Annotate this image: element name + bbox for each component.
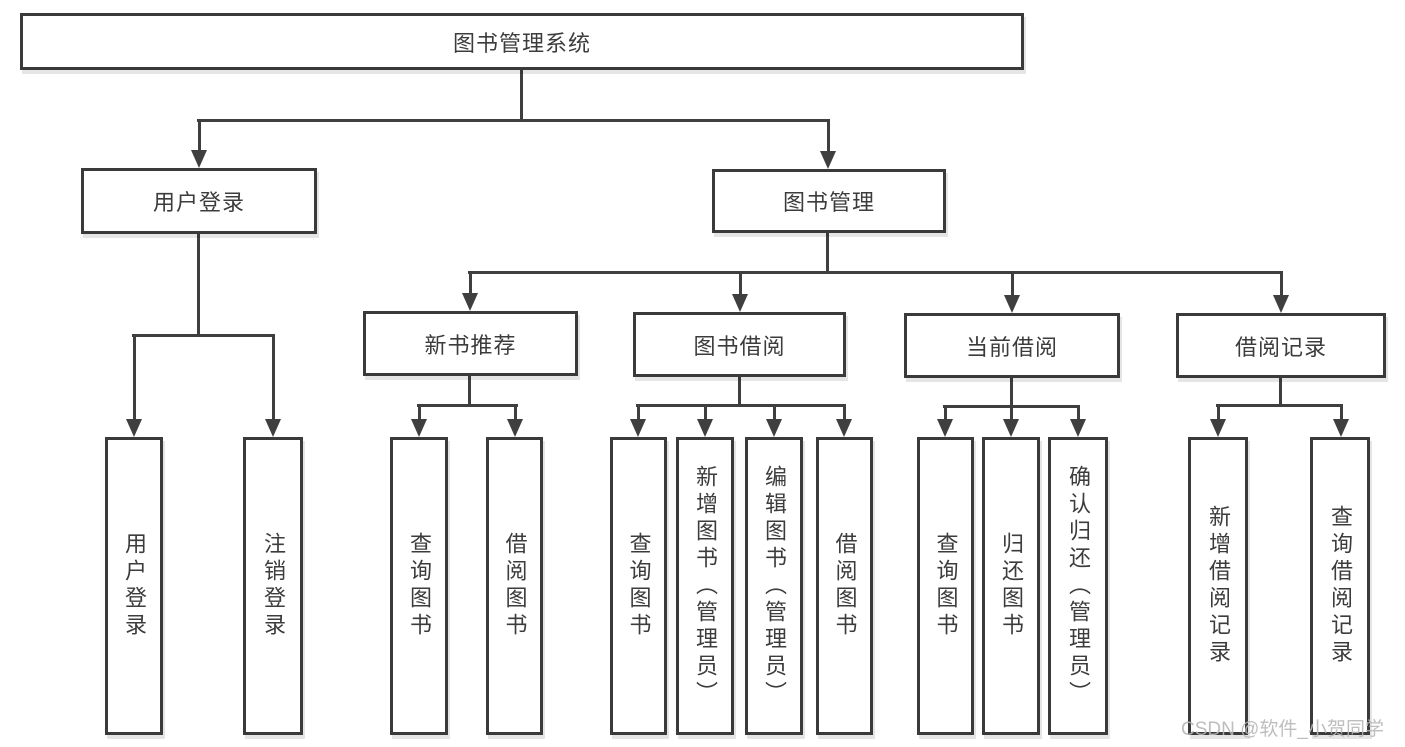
leaf-edit-book-admin: 编辑图书（管理员）: [745, 437, 803, 735]
node-book-borrowing: 图书借阅: [633, 312, 846, 377]
leaf-query-books-current: 查询图书: [917, 437, 974, 735]
node-library-system: 图书管理系统: [20, 13, 1024, 70]
leaf-user-login: 用户登录: [105, 437, 163, 735]
connector-line: [132, 334, 275, 337]
leaf-add-book-admin: 新增图书（管理员）: [676, 437, 734, 735]
arrowhead-down-icon: [462, 293, 478, 311]
connector-line: [468, 376, 471, 406]
connector-line: [843, 404, 846, 421]
connector-line: [133, 334, 136, 421]
connector-line: [739, 271, 742, 296]
connector-line: [1217, 404, 1220, 421]
connector-line: [469, 271, 472, 295]
connector-line: [1279, 378, 1282, 406]
arrowhead-down-icon: [265, 419, 281, 437]
leaf-borrow-books-newbook: 借阅图书: [486, 437, 543, 735]
arrowhead-down-icon: [1070, 419, 1086, 437]
connector-line: [1010, 405, 1013, 421]
connector-line: [514, 404, 517, 421]
arrowhead-down-icon: [126, 419, 142, 437]
arrowhead-down-icon: [1333, 419, 1349, 437]
connector-line: [773, 404, 776, 421]
node-borrowing-records: 借阅记录: [1176, 313, 1386, 378]
leaf-confirm-return-admin: 确认归还（管理员）: [1048, 437, 1108, 735]
connector-line: [1010, 378, 1013, 407]
leaf-return-book: 归还图书: [982, 437, 1040, 735]
connector-line: [1280, 271, 1283, 297]
arrowhead-down-icon: [1273, 295, 1289, 313]
node-user-login: 用户登录: [81, 168, 317, 234]
connector-line: [1011, 271, 1014, 297]
leaf-logout: 注销登录: [243, 437, 303, 735]
leaf-query-borrow-record: 查询借阅记录: [1310, 437, 1370, 735]
connector-line: [197, 119, 830, 122]
leaf-add-borrow-record: 新增借阅记录: [1188, 437, 1248, 735]
arrowhead-down-icon: [507, 419, 523, 437]
connector-line: [1340, 404, 1343, 421]
node-current-borrowing: 当前借阅: [904, 313, 1120, 378]
connector-line: [704, 404, 707, 421]
arrowhead-down-icon: [191, 150, 207, 168]
arrowhead-down-icon: [836, 419, 852, 437]
arrowhead-down-icon: [732, 294, 748, 312]
node-book-management: 图书管理: [712, 169, 946, 233]
connector-line: [826, 233, 829, 273]
arrowhead-down-icon: [697, 419, 713, 437]
arrowhead-down-icon: [937, 419, 953, 437]
connector-line: [272, 334, 275, 421]
csdn-watermark: CSDN @软件_小贺同学: [1181, 719, 1384, 740]
leaf-query-books-newbook: 查询图书: [390, 437, 448, 735]
arrowhead-down-icon: [820, 151, 836, 169]
connector-line: [636, 404, 846, 407]
arrowhead-down-icon: [766, 419, 782, 437]
leaf-query-books-borrow: 查询图书: [610, 437, 667, 735]
connector-line: [197, 234, 200, 336]
node-new-book-recommendation: 新书推荐: [363, 311, 578, 376]
connector-line: [520, 70, 523, 121]
arrowhead-down-icon: [1210, 419, 1226, 437]
connector-line: [827, 119, 830, 153]
connector-line: [738, 377, 741, 406]
connector-line: [1216, 404, 1343, 407]
connector-line: [418, 404, 421, 421]
connector-line: [198, 119, 201, 152]
connector-line: [944, 405, 947, 421]
connector-line: [417, 404, 518, 407]
connector-line: [1077, 405, 1080, 421]
arrowhead-down-icon: [1003, 419, 1019, 437]
connector-line: [637, 404, 640, 421]
connector-line: [468, 271, 1283, 274]
arrowhead-down-icon: [411, 419, 427, 437]
leaf-borrow-books-borrow: 借阅图书: [816, 437, 873, 735]
arrowhead-down-icon: [1004, 295, 1020, 313]
arrowhead-down-icon: [630, 419, 646, 437]
